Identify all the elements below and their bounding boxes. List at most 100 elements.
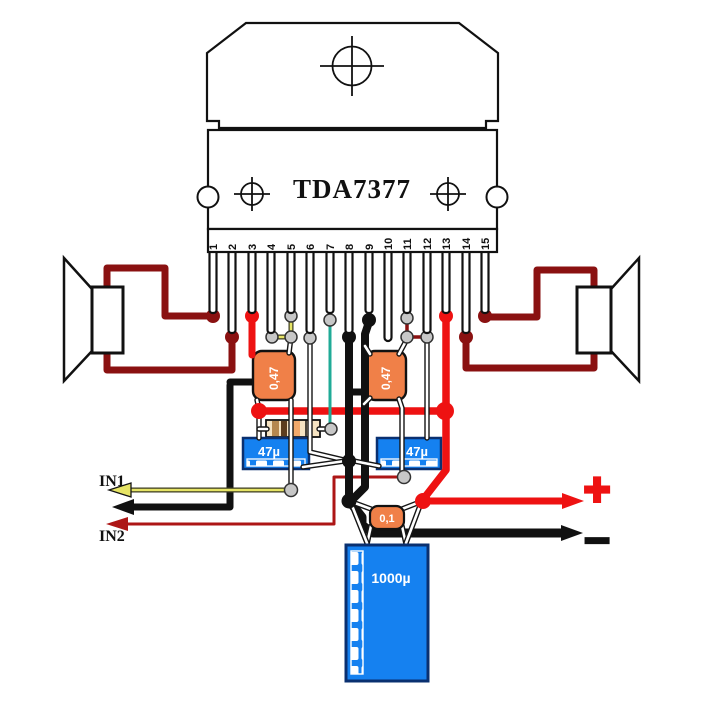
wire bbox=[308, 338, 346, 462]
solder-pin2 bbox=[225, 330, 239, 344]
wire-left-speaker-top bbox=[103, 264, 218, 320]
ic-notch-right bbox=[485, 185, 509, 209]
speaker-left-driver bbox=[90, 285, 125, 355]
pin-number: 8 bbox=[344, 244, 356, 250]
cap-1000u-label: 1000µ bbox=[371, 570, 410, 586]
cap-047-right-label: 0,47 bbox=[379, 366, 393, 390]
wire-outline bbox=[307, 337, 347, 463]
supply-caps: 1000µ 0,1 bbox=[341, 493, 431, 683]
pin-14 bbox=[461, 246, 471, 335]
cap-47u-right-label: 47µ bbox=[406, 444, 428, 459]
wire-pin13-down bbox=[421, 314, 450, 501]
pin-number: 9 bbox=[364, 244, 376, 250]
ground-arrowhead bbox=[112, 499, 134, 515]
resistor-band-2 bbox=[281, 421, 287, 436]
cap-047-left-label: 0,47 bbox=[267, 366, 281, 390]
junction-positive-out bbox=[415, 493, 431, 509]
pin-number: 1 bbox=[208, 244, 220, 250]
pin-7 bbox=[325, 246, 335, 315]
pin-number: 5 bbox=[286, 244, 298, 250]
pin-11 bbox=[402, 246, 412, 315]
solder-pin9 bbox=[362, 313, 376, 327]
pin-3 bbox=[247, 246, 257, 315]
pin-4 bbox=[266, 246, 276, 335]
pin-number: 2 bbox=[227, 244, 239, 250]
cap-01: 0,1 bbox=[368, 504, 406, 531]
joint-pin5-bottom bbox=[284, 330, 298, 344]
alignment-mark-right-icon bbox=[430, 177, 466, 211]
wire-pin9-down bbox=[348, 318, 373, 504]
speaker-right-cone bbox=[609, 254, 641, 385]
ic-notch-left bbox=[196, 185, 220, 209]
mounting-hole-icon bbox=[320, 36, 384, 96]
pin-number: 10 bbox=[383, 238, 395, 250]
pin-number: 15 bbox=[480, 238, 492, 250]
cap-47u-right-stripe bbox=[380, 458, 438, 467]
cap-47u-left-stripe bbox=[246, 458, 306, 467]
pin-1 bbox=[208, 246, 218, 315]
cap-47u-left-label: 47µ bbox=[258, 444, 280, 459]
cap-1000u-stripe bbox=[350, 550, 364, 675]
wire-right-speaker-bottom bbox=[462, 332, 598, 372]
ic-pin-band bbox=[206, 227, 499, 254]
ic-pins bbox=[208, 246, 490, 343]
wire-right-speaker-top bbox=[481, 266, 598, 321]
wire bbox=[404, 501, 423, 545]
joint-in1 bbox=[283, 482, 299, 498]
pin-number: 14 bbox=[461, 237, 473, 250]
speaker-left-cone bbox=[62, 254, 94, 385]
pin-number: 4 bbox=[266, 243, 278, 250]
pin-8 bbox=[344, 246, 354, 335]
mid-components: 47µ 47µ 0,47 0,47 bbox=[241, 349, 443, 471]
junction-bus-right bbox=[436, 402, 454, 420]
pin-number: 7 bbox=[325, 244, 337, 250]
junction-bus-left bbox=[251, 403, 267, 419]
negative-arrowhead bbox=[561, 525, 583, 541]
pin-10 bbox=[383, 246, 393, 343]
cap-01-body bbox=[368, 504, 406, 531]
cap-047-left-body bbox=[251, 349, 297, 402]
pin-number: 6 bbox=[305, 244, 317, 250]
terminals: IN1 IN2 + − bbox=[99, 462, 612, 568]
negative-terminal-label: − bbox=[584, 514, 611, 566]
speaker-wires bbox=[103, 264, 598, 374]
pin-number: 12 bbox=[422, 238, 434, 250]
pin-9 bbox=[364, 246, 374, 315]
positive-arrowhead bbox=[562, 493, 584, 509]
alignment-mark-left-icon bbox=[234, 177, 270, 211]
wire bbox=[349, 501, 369, 545]
in2-arrowhead bbox=[106, 517, 128, 531]
in1-label: IN1 bbox=[99, 473, 125, 490]
pin-2 bbox=[227, 246, 237, 335]
ic-pin-numbers: 1 2 3 4 5 6 7 8 9 10 11 12 13 14 15 bbox=[208, 237, 492, 250]
resistor-band-1 bbox=[272, 421, 279, 436]
junction-gnd-caps bbox=[342, 454, 356, 468]
wire bbox=[362, 396, 372, 406]
joint-pin7 bbox=[323, 313, 337, 327]
pin-15 bbox=[480, 246, 490, 315]
speaker-left bbox=[62, 254, 125, 385]
positive-terminal-label: + bbox=[584, 463, 611, 515]
in2-label: IN2 bbox=[99, 528, 125, 545]
wire bbox=[363, 344, 372, 356]
cap-47u-right: 47µ bbox=[375, 436, 443, 471]
joint-resistor-right bbox=[324, 422, 338, 436]
cap-047-left: 0,47 bbox=[251, 349, 297, 402]
cap-01-label: 0,1 bbox=[379, 513, 394, 525]
ic-part-number: TDA7377 bbox=[293, 174, 411, 204]
solder-pin14 bbox=[459, 330, 473, 344]
pin-12 bbox=[422, 246, 432, 335]
cap-047-right: 0,47 bbox=[364, 349, 408, 402]
solder-pin8 bbox=[342, 330, 356, 344]
wire-left-speaker-bottom bbox=[103, 332, 236, 374]
cap-1000u: 1000µ bbox=[344, 543, 430, 683]
pin-number: 11 bbox=[402, 238, 414, 250]
ic-package: TDA7377 1 2 3 4 5 6 7 8 9 10 11 12 13 14… bbox=[196, 21, 509, 343]
speaker-right-driver bbox=[575, 285, 613, 355]
pin-number: 3 bbox=[247, 244, 259, 250]
joint-in2 bbox=[396, 469, 412, 485]
resistor-band-3 bbox=[291, 421, 300, 436]
wire bbox=[352, 459, 381, 468]
